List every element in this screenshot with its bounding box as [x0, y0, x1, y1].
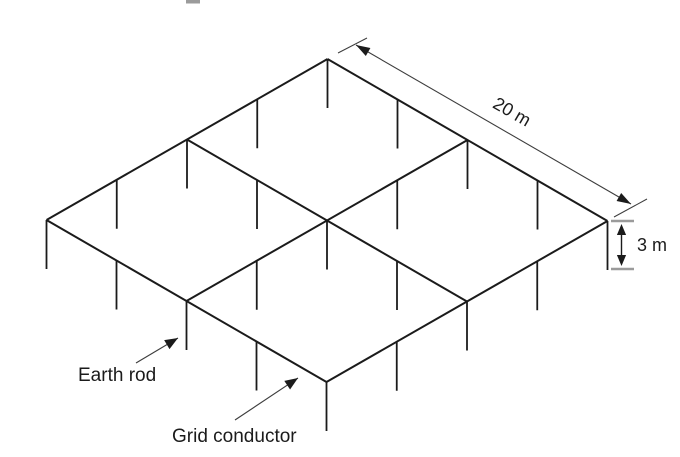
- earth-rod-leader-arrow: [135, 337, 179, 364]
- dimension-20m: [337, 37, 648, 218]
- grid-conductor-label: Grid conductor: [172, 426, 297, 447]
- arrowhead: [616, 193, 631, 204]
- arrowhead: [616, 224, 627, 235]
- dimension-20m-label: 20 m: [490, 93, 535, 130]
- extension-slash: [337, 37, 368, 54]
- arrowhead: [284, 378, 298, 390]
- grid-conductor-leader-arrow: [234, 377, 299, 421]
- dimension-3m-label: 3 m: [637, 235, 667, 255]
- arrowhead: [616, 255, 627, 266]
- extension-slash: [613, 198, 648, 218]
- earth-rods: [45, 59, 609, 431]
- cropped-text-artifact: [186, 0, 200, 4]
- arrowhead: [356, 45, 371, 56]
- earth-rod-label: Earth rod: [78, 365, 156, 386]
- arrowhead: [164, 338, 178, 350]
- dimension-3m: [611, 219, 634, 271]
- dimension-line: [355, 44, 632, 205]
